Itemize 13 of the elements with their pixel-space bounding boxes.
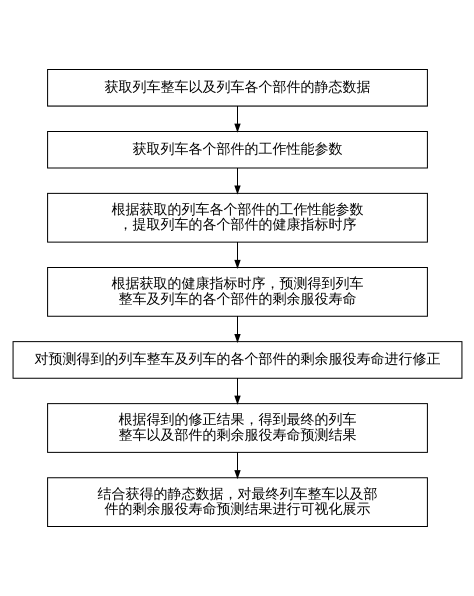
arrow bbox=[234, 378, 240, 405]
node-box: 结合获得的静态数据，对最终列车整车以及部件的剩余服役寿命预测结果进行可视化展示 bbox=[46, 477, 428, 527]
arrow bbox=[234, 452, 240, 480]
node-box: 对预测得到的列车整车及列车的各个部件的剩余服役寿命进行修正 bbox=[12, 341, 462, 379]
node-box: 根据获取的健康指标时序，预测得到列车整车及列车的各个部件的剩余服役寿命 bbox=[46, 267, 428, 317]
arrow bbox=[234, 316, 240, 344]
node-box: 根据得到的修正结果，得到最终的列车整车以及部件的剩余服役寿命预测结果 bbox=[46, 403, 428, 453]
node-box: 获取列车整车以及列车各个部件的静态数据 bbox=[46, 69, 428, 107]
node-box: 根据获取的列车各个部件的工作性能参数，提取列车的各个部件的健康指标时序 bbox=[46, 192, 428, 243]
arrow bbox=[234, 242, 240, 269]
arrow bbox=[234, 106, 240, 133]
arrow bbox=[234, 168, 240, 195]
node-box: 获取列车各个部件的工作性能参数 bbox=[46, 130, 428, 169]
